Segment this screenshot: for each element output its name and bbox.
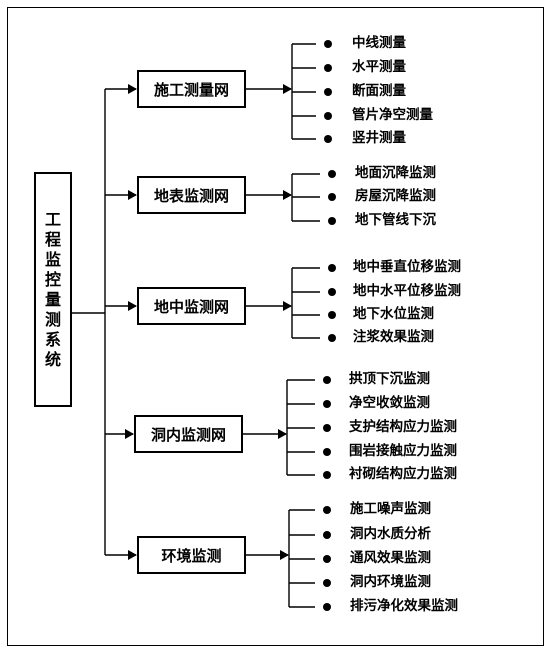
bullet-dot bbox=[323, 376, 331, 384]
bullet-dot bbox=[324, 40, 332, 48]
branch-label: 地表监测网 bbox=[153, 186, 229, 205]
leaf-item: 支护结构应力监测 bbox=[349, 419, 457, 435]
bullet-dot bbox=[328, 288, 336, 296]
bullet-dot bbox=[323, 506, 331, 514]
bullet-dot bbox=[323, 531, 331, 539]
branch-node: 环境监测 bbox=[137, 536, 246, 574]
root-label-char: 统 bbox=[44, 349, 61, 369]
branch-node: 地中监测网 bbox=[137, 287, 246, 325]
branch-label: 洞内监测网 bbox=[150, 425, 226, 444]
root-label-char: 监 bbox=[44, 249, 61, 269]
leaf-item: 通风效果监测 bbox=[350, 550, 431, 566]
leaf-item: 地面沉降监测 bbox=[355, 165, 436, 181]
bullet-dot bbox=[324, 112, 332, 120]
leaf-item: 地中水平位移监测 bbox=[353, 283, 461, 299]
leaf-item: 净空收敛监测 bbox=[349, 395, 430, 411]
branch-arrow bbox=[128, 550, 137, 560]
bullet-dot bbox=[323, 424, 331, 432]
branch-arrow bbox=[125, 429, 134, 439]
bullet-dot bbox=[328, 311, 336, 319]
bullet-dot bbox=[328, 264, 336, 272]
leaf-item: 地中垂直位移监测 bbox=[353, 259, 461, 275]
root-label-char: 控 bbox=[44, 269, 61, 289]
diagram-frame bbox=[7, 7, 544, 646]
root-label-char: 测 bbox=[44, 309, 61, 329]
branch-arrow bbox=[128, 301, 137, 311]
bullet-dot bbox=[323, 400, 331, 408]
branch-node: 地表监测网 bbox=[137, 176, 246, 214]
leaf-item: 房屋沉降监测 bbox=[355, 188, 436, 204]
branch-label: 环境监测 bbox=[161, 546, 222, 565]
bus-arrow bbox=[280, 550, 289, 560]
bullet-dot bbox=[323, 448, 331, 456]
leaf-item: 排污净化效果监测 bbox=[350, 598, 458, 614]
bus-arrow bbox=[283, 301, 292, 311]
leaf-item: 竖井测量 bbox=[352, 130, 406, 146]
branch-arrow bbox=[128, 84, 137, 94]
bullet-dot bbox=[328, 334, 336, 342]
bullet-dot bbox=[323, 603, 331, 611]
bus-arrow bbox=[278, 429, 287, 439]
leaf-item: 洞内水质分析 bbox=[350, 526, 431, 542]
leaf-item: 地下水位监测 bbox=[353, 306, 434, 322]
leaf-item: 洞内环境监测 bbox=[350, 574, 431, 590]
root-label-char: 工 bbox=[44, 209, 61, 229]
root-node: 工程监控量测系统 bbox=[34, 172, 72, 407]
bullet-dot bbox=[323, 579, 331, 587]
root-label-char: 系 bbox=[44, 329, 61, 349]
leaf-item: 水平测量 bbox=[352, 59, 406, 75]
leaf-item: 中线测量 bbox=[352, 35, 406, 51]
bus-arrow bbox=[283, 84, 292, 94]
bullet-dot bbox=[328, 193, 336, 201]
bullet-dot bbox=[324, 88, 332, 96]
leaf-item: 衬砌结构应力监测 bbox=[349, 466, 457, 482]
leaf-item: 围岩接触应力监测 bbox=[349, 443, 457, 459]
branch-node: 洞内监测网 bbox=[134, 415, 243, 453]
branch-label: 地中监测网 bbox=[153, 297, 229, 316]
leaf-item: 管片净空测量 bbox=[352, 107, 433, 123]
leaf-item: 施工噪声监测 bbox=[350, 501, 431, 517]
bullet-dot bbox=[328, 217, 336, 225]
leaf-item: 拱顶下沉监测 bbox=[349, 371, 430, 387]
leaf-item: 地下管线下沉 bbox=[355, 212, 436, 228]
bus-arrow bbox=[283, 190, 292, 200]
branch-label: 施工测量网 bbox=[153, 80, 229, 99]
leaf-item: 断面测量 bbox=[352, 83, 406, 99]
bullet-dot bbox=[328, 170, 336, 178]
root-label-char: 量 bbox=[44, 289, 61, 309]
bullet-dot bbox=[323, 555, 331, 563]
bullet-dot bbox=[323, 471, 331, 479]
leaf-item: 注浆效果监测 bbox=[353, 329, 434, 345]
branch-node: 施工测量网 bbox=[137, 70, 246, 108]
root-label-char: 程 bbox=[44, 229, 61, 249]
bullet-dot bbox=[324, 64, 332, 72]
branch-arrow bbox=[128, 190, 137, 200]
root-label: 工程监控量测系统 bbox=[45, 210, 61, 370]
bullet-dot bbox=[324, 135, 332, 143]
